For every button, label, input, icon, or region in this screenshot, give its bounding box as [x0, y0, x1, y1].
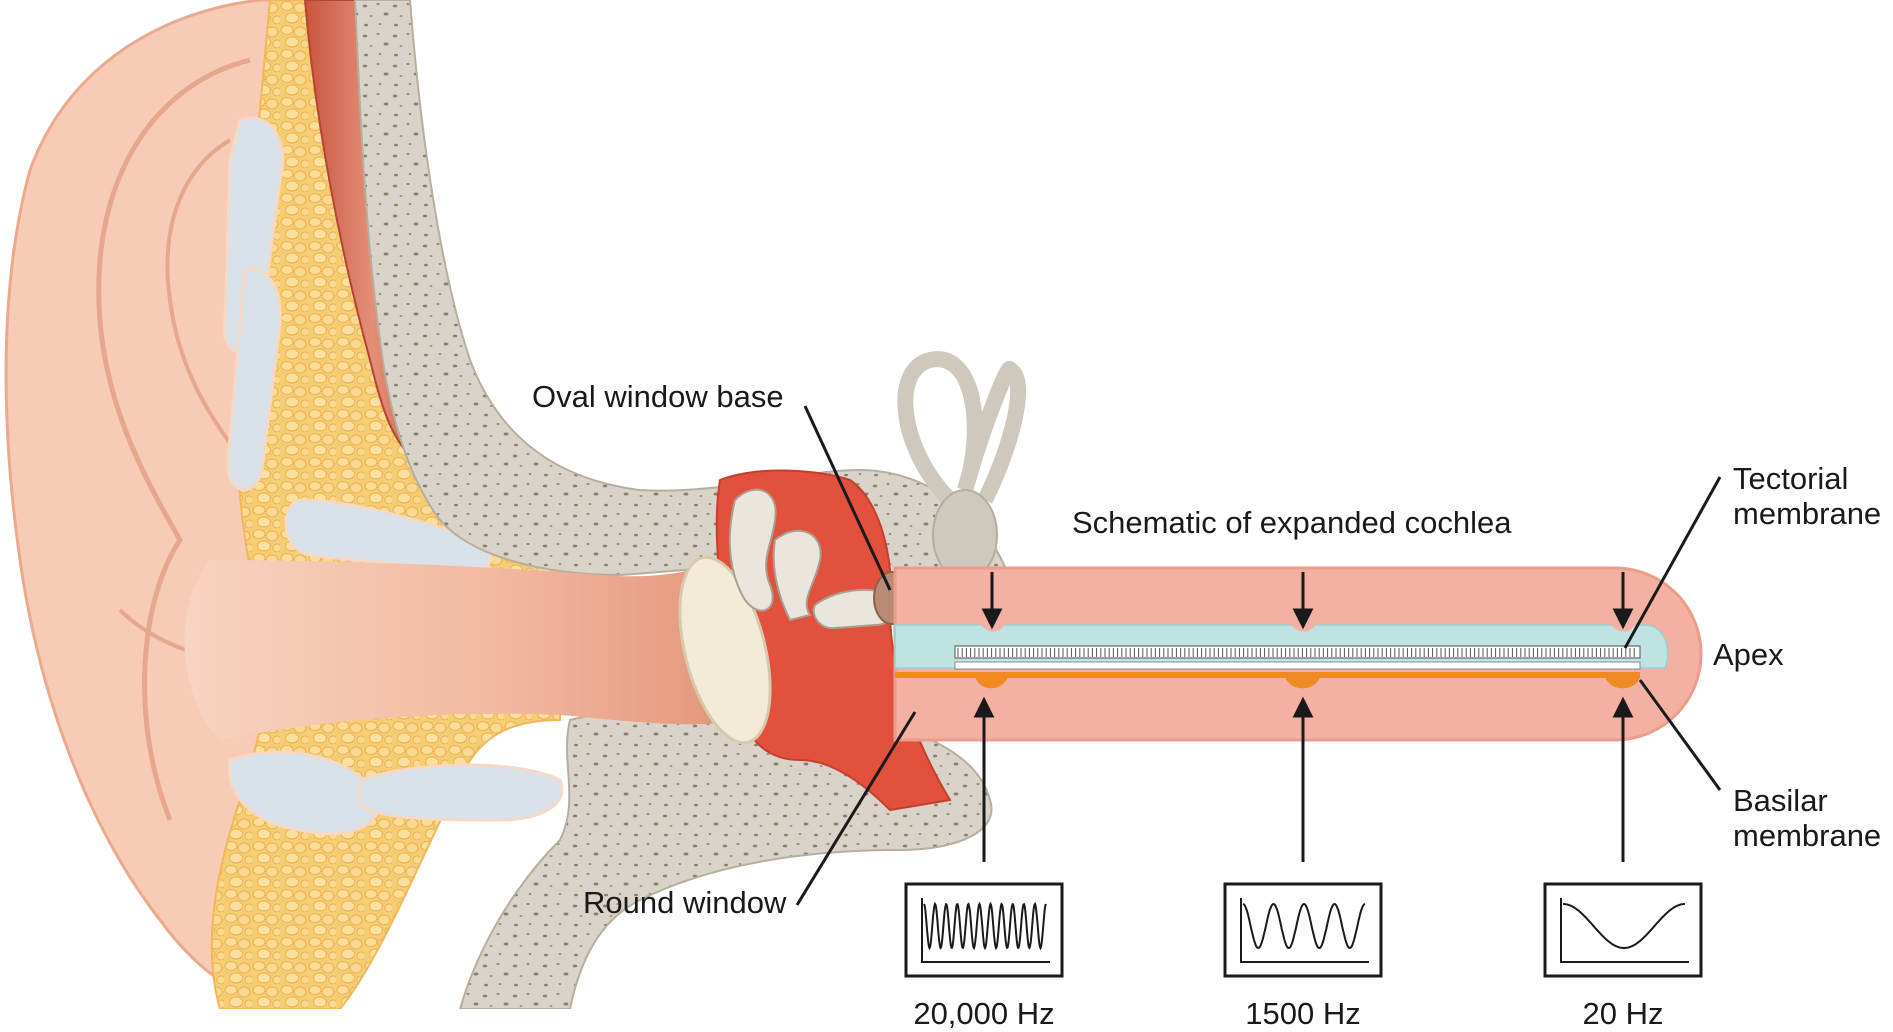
- frequency-box-low: [1545, 884, 1701, 976]
- ear-diagram: Schematic of expanded cochlea Oval windo…: [0, 0, 1893, 1009]
- basilar-membrane-label: Basilar membrane: [1733, 784, 1881, 853]
- basilar-membrane: [955, 662, 1640, 669]
- semicircular-canals: [905, 359, 1018, 500]
- frequency-box-mid: [1225, 884, 1381, 976]
- diagram-title: Schematic of expanded cochlea: [1072, 506, 1511, 541]
- oval-window-label: Oval window base: [532, 380, 784, 415]
- frequency-label-low: 20 Hz: [1513, 996, 1733, 1032]
- tectorial-membrane-label: Tectorial membrane: [1733, 462, 1881, 531]
- ear-canal: [185, 560, 740, 740]
- round-window-label: Round window: [583, 886, 786, 921]
- frequency-label-high: 20,000 Hz: [874, 996, 1094, 1032]
- frequency-box-high: [906, 884, 1062, 976]
- frequency-label-mid: 1500 Hz: [1193, 996, 1413, 1032]
- ear-illustration: [0, 0, 1893, 1009]
- apex-label: Apex: [1713, 638, 1784, 673]
- frequency-boxes: [906, 884, 1701, 976]
